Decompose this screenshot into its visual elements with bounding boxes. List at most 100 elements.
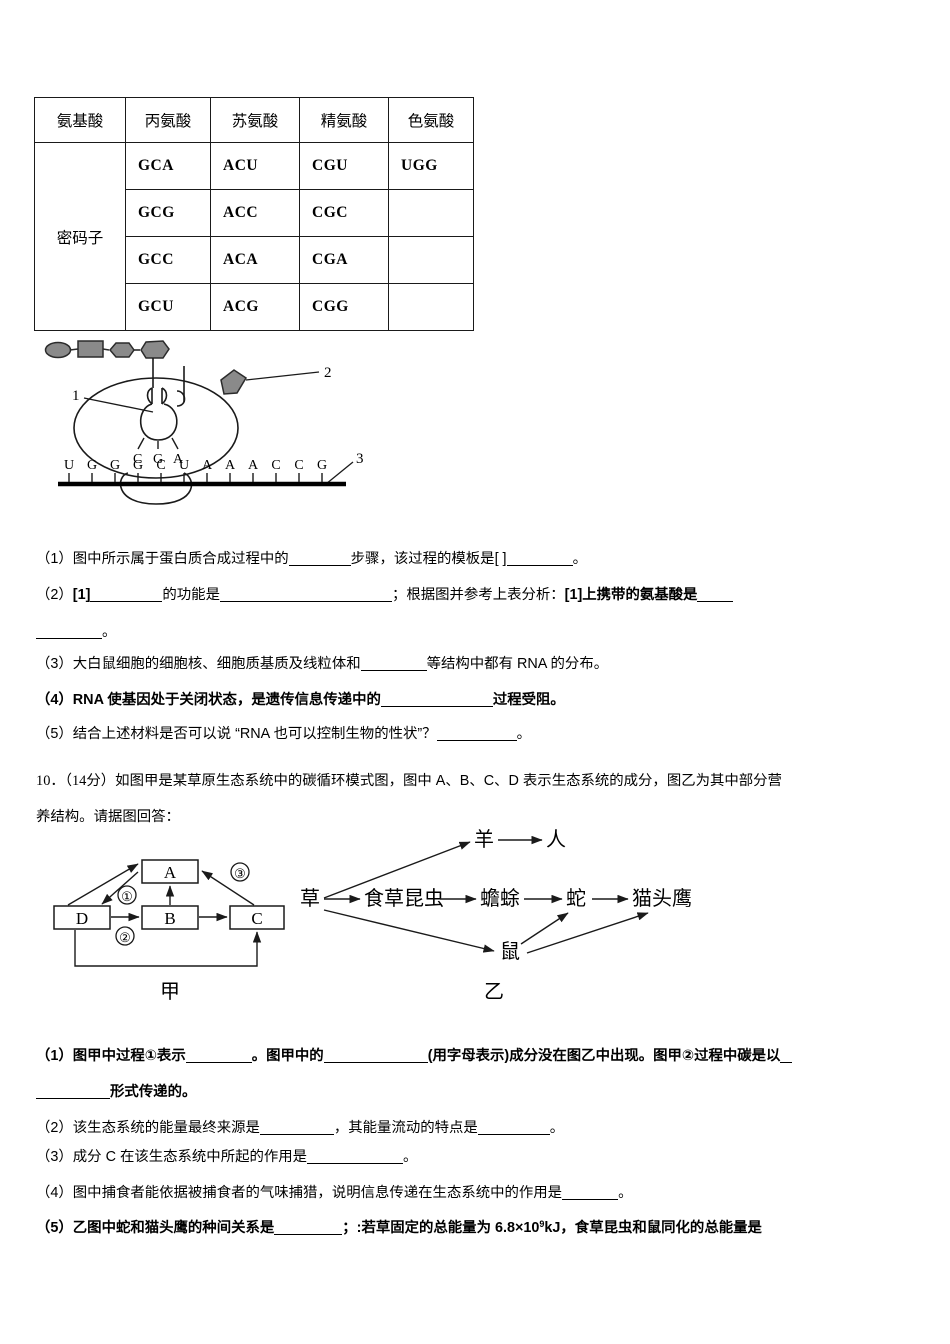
mrna-base-letter: A <box>248 458 259 473</box>
process-label-1: ① <box>117 885 137 905</box>
q9-sub1-part-c: 。 <box>572 551 587 567</box>
carbon-box-d <box>53 905 111 930</box>
food-web-node-toad: 蟾蜍 <box>480 887 520 910</box>
answer-blank[interactable] <box>90 601 163 602</box>
answer-blank[interactable] <box>288 565 351 566</box>
q10-marks: （14分） <box>64 773 116 789</box>
diagram-label-1: 1 <box>72 388 154 413</box>
codon-cell: GCG <box>125 189 211 237</box>
codon-cell <box>388 189 474 237</box>
answer-blank[interactable] <box>697 601 734 602</box>
q10-sub5-part-b: ；:若草固定的总能量为 6.8×10 <box>342 1220 540 1236</box>
q9-sub3-part-a: （3）大白鼠细胞的细胞核、细胞质基质及线粒体和 <box>36 656 361 672</box>
q9-sub4-part-a: （4）RNA 使基因处于关闭状态，是遗传信息传递中的 <box>36 692 381 708</box>
answer-blank[interactable] <box>562 1199 619 1200</box>
process-label-2-text: ② <box>119 930 131 945</box>
answer-blank[interactable] <box>477 1134 550 1135</box>
process-label-2: ② <box>115 926 135 946</box>
answer-blank[interactable] <box>36 1098 110 1099</box>
food-web-node-human: 人 <box>546 828 566 851</box>
codon-cell: ACG <box>210 283 300 331</box>
arrow-d-to-c <box>74 930 262 967</box>
mrna-base-letter: A <box>202 458 213 473</box>
process-label-1-text: ① <box>121 889 133 904</box>
food-web-node-mouse: 鼠 <box>500 940 520 963</box>
answer-blank[interactable] <box>780 1062 793 1063</box>
answer-blank[interactable] <box>36 638 102 639</box>
answer-blank[interactable] <box>219 601 392 602</box>
carbon-box-d-label: D <box>76 909 88 928</box>
arrow-a-to-d <box>101 871 139 905</box>
answer-blank[interactable] <box>259 1134 334 1135</box>
q10-sub5: （5）乙图中蛇和猫头鹰的种间关系是；:若草固定的总能量为 6.8×109kJ，食… <box>36 1216 762 1237</box>
table-header-tryptophan: 色氨酸 <box>388 97 474 143</box>
incoming-trna-shape-icon <box>220 369 248 395</box>
q9-sub2-part-c: 的功能是 <box>162 587 220 603</box>
food-web-node-sheep: 羊 <box>474 828 494 851</box>
q10-sub5-exponent: 9 <box>539 1219 545 1229</box>
answer-blank[interactable] <box>274 1234 343 1235</box>
table-header-arginine: 精氨酸 <box>299 97 389 143</box>
q9-sub5-part-a: （5）结合上述材料是否可以说 “RNA 也可以控制生物的性状”？ <box>36 726 437 742</box>
q10-number: 10． <box>36 773 65 789</box>
codon-cell: CGG <box>299 283 389 331</box>
table-row: GCU ACG CGG <box>35 283 474 331</box>
codon-cell: ACA <box>210 236 300 284</box>
table-row: GCG ACC CGC <box>35 189 474 237</box>
q10-sub2: （2）该生态系统的能量最终来源是，其能量流动的特点是。 <box>36 1116 564 1137</box>
codon-cell: CGC <box>299 189 389 237</box>
codon-cell: ACC <box>210 189 300 237</box>
answer-blank[interactable] <box>436 740 517 741</box>
q9-sub4-part-b: 过程受阻。 <box>492 692 565 708</box>
q9-sub2-ref-2: [1] <box>564 587 583 603</box>
label-1-text: 1 <box>72 388 80 404</box>
arrow-mouse-to-owl <box>526 912 649 954</box>
q10-sub2-part-b: ，其能量流动的特点是 <box>333 1120 478 1136</box>
food-web-svg: 草 羊 人 食草昆虫 蟾蜍 蛇 猫头鹰 鼠 <box>300 828 692 963</box>
ribosome-large-subunit <box>73 377 239 479</box>
q10-sub4-part-b: 。 <box>618 1185 633 1201</box>
q10-sub5-part-a: （5）乙图中蛇和猫头鹰的种间关系是 <box>36 1220 275 1236</box>
carbon-cycle-svg: A B C D ① <box>53 859 285 967</box>
q10-sub4-part-a: （4）图中捕食者能依据被捕食者的气味捕猎，说明信息传递在生态系统中的作用是 <box>36 1185 563 1201</box>
table-header-codon: 密码子 <box>34 142 126 331</box>
process-label-3: ③ <box>230 862 250 882</box>
mrna-base-letter: A <box>225 458 236 473</box>
food-web-node-snake: 蛇 <box>566 887 586 910</box>
answer-blank[interactable] <box>323 1062 428 1063</box>
label-3-text: 3 <box>356 451 364 467</box>
carbon-cycle-diagram: A B C D ① <box>42 848 312 1008</box>
process-label-3-text: ③ <box>234 866 246 881</box>
anticodon-letter: A <box>173 452 184 467</box>
codon-cell: UGG <box>388 142 474 190</box>
answer-blank[interactable] <box>380 706 493 707</box>
q10-sub2-part-a: （2）该生态系统的能量最终来源是 <box>36 1120 260 1136</box>
diagram-label-2: 2 <box>245 365 332 381</box>
q10-sub3-part-a: （3）成分 C 在该生态系统中所起的作用是 <box>36 1149 308 1165</box>
q10-sub1-line2: 形式传递的。 <box>36 1080 196 1101</box>
q10-stem-line1: 10．（14分）如图甲是某草原生态系统中的碳循环模式图，图中 A、B、C、D 表… <box>36 769 782 790</box>
q10-sub1-part-d: 形式传递的。 <box>110 1084 197 1100</box>
codon-cell <box>388 283 474 331</box>
q9-sub1-part-a: （1）图中所示属于蛋白质合成过程中的 <box>36 551 289 567</box>
q10-sub1-part-c: (用字母表示)成分没在图乙中出现。图甲②过程中碳是以 <box>427 1048 781 1064</box>
q9-sub3: （3）大白鼠细胞的细胞核、细胞质基质及线粒体和等结构中都有 RNA 的分布。 <box>36 652 608 673</box>
answer-blank[interactable] <box>185 1062 252 1063</box>
food-web-diagram: 草 羊 人 食草昆虫 蟾蜍 蛇 猫头鹰 鼠 <box>292 818 712 1010</box>
codon-table: 氨基酸 丙氨酸 苏氨酸 精氨酸 色氨酸 密码子 GCA ACU CGU UGG … <box>34 97 474 331</box>
q9-sub4: （4）RNA 使基因处于关闭状态，是遗传信息传递中的 过程受阻。 <box>36 688 565 709</box>
q9-sub1: （1）图中所示属于蛋白质合成过程中的步骤，该过程的模板是[ ]。 <box>36 547 587 568</box>
answer-blank[interactable] <box>506 565 573 566</box>
table-row: GCC ACA CGA <box>35 236 474 284</box>
arrow-grass-to-mouse <box>323 909 495 953</box>
food-web-node-owl: 猫头鹰 <box>632 887 692 910</box>
q10-sub1-part-a: （1）图甲中过程①表示 <box>36 1048 186 1064</box>
polypeptide-chain-icon <box>44 340 170 359</box>
carbon-box-a-label: A <box>164 863 177 882</box>
answer-blank[interactable] <box>307 1163 404 1164</box>
answer-blank[interactable] <box>360 670 427 671</box>
anticodon-letter: G <box>153 452 163 467</box>
codon-cell <box>388 236 474 284</box>
